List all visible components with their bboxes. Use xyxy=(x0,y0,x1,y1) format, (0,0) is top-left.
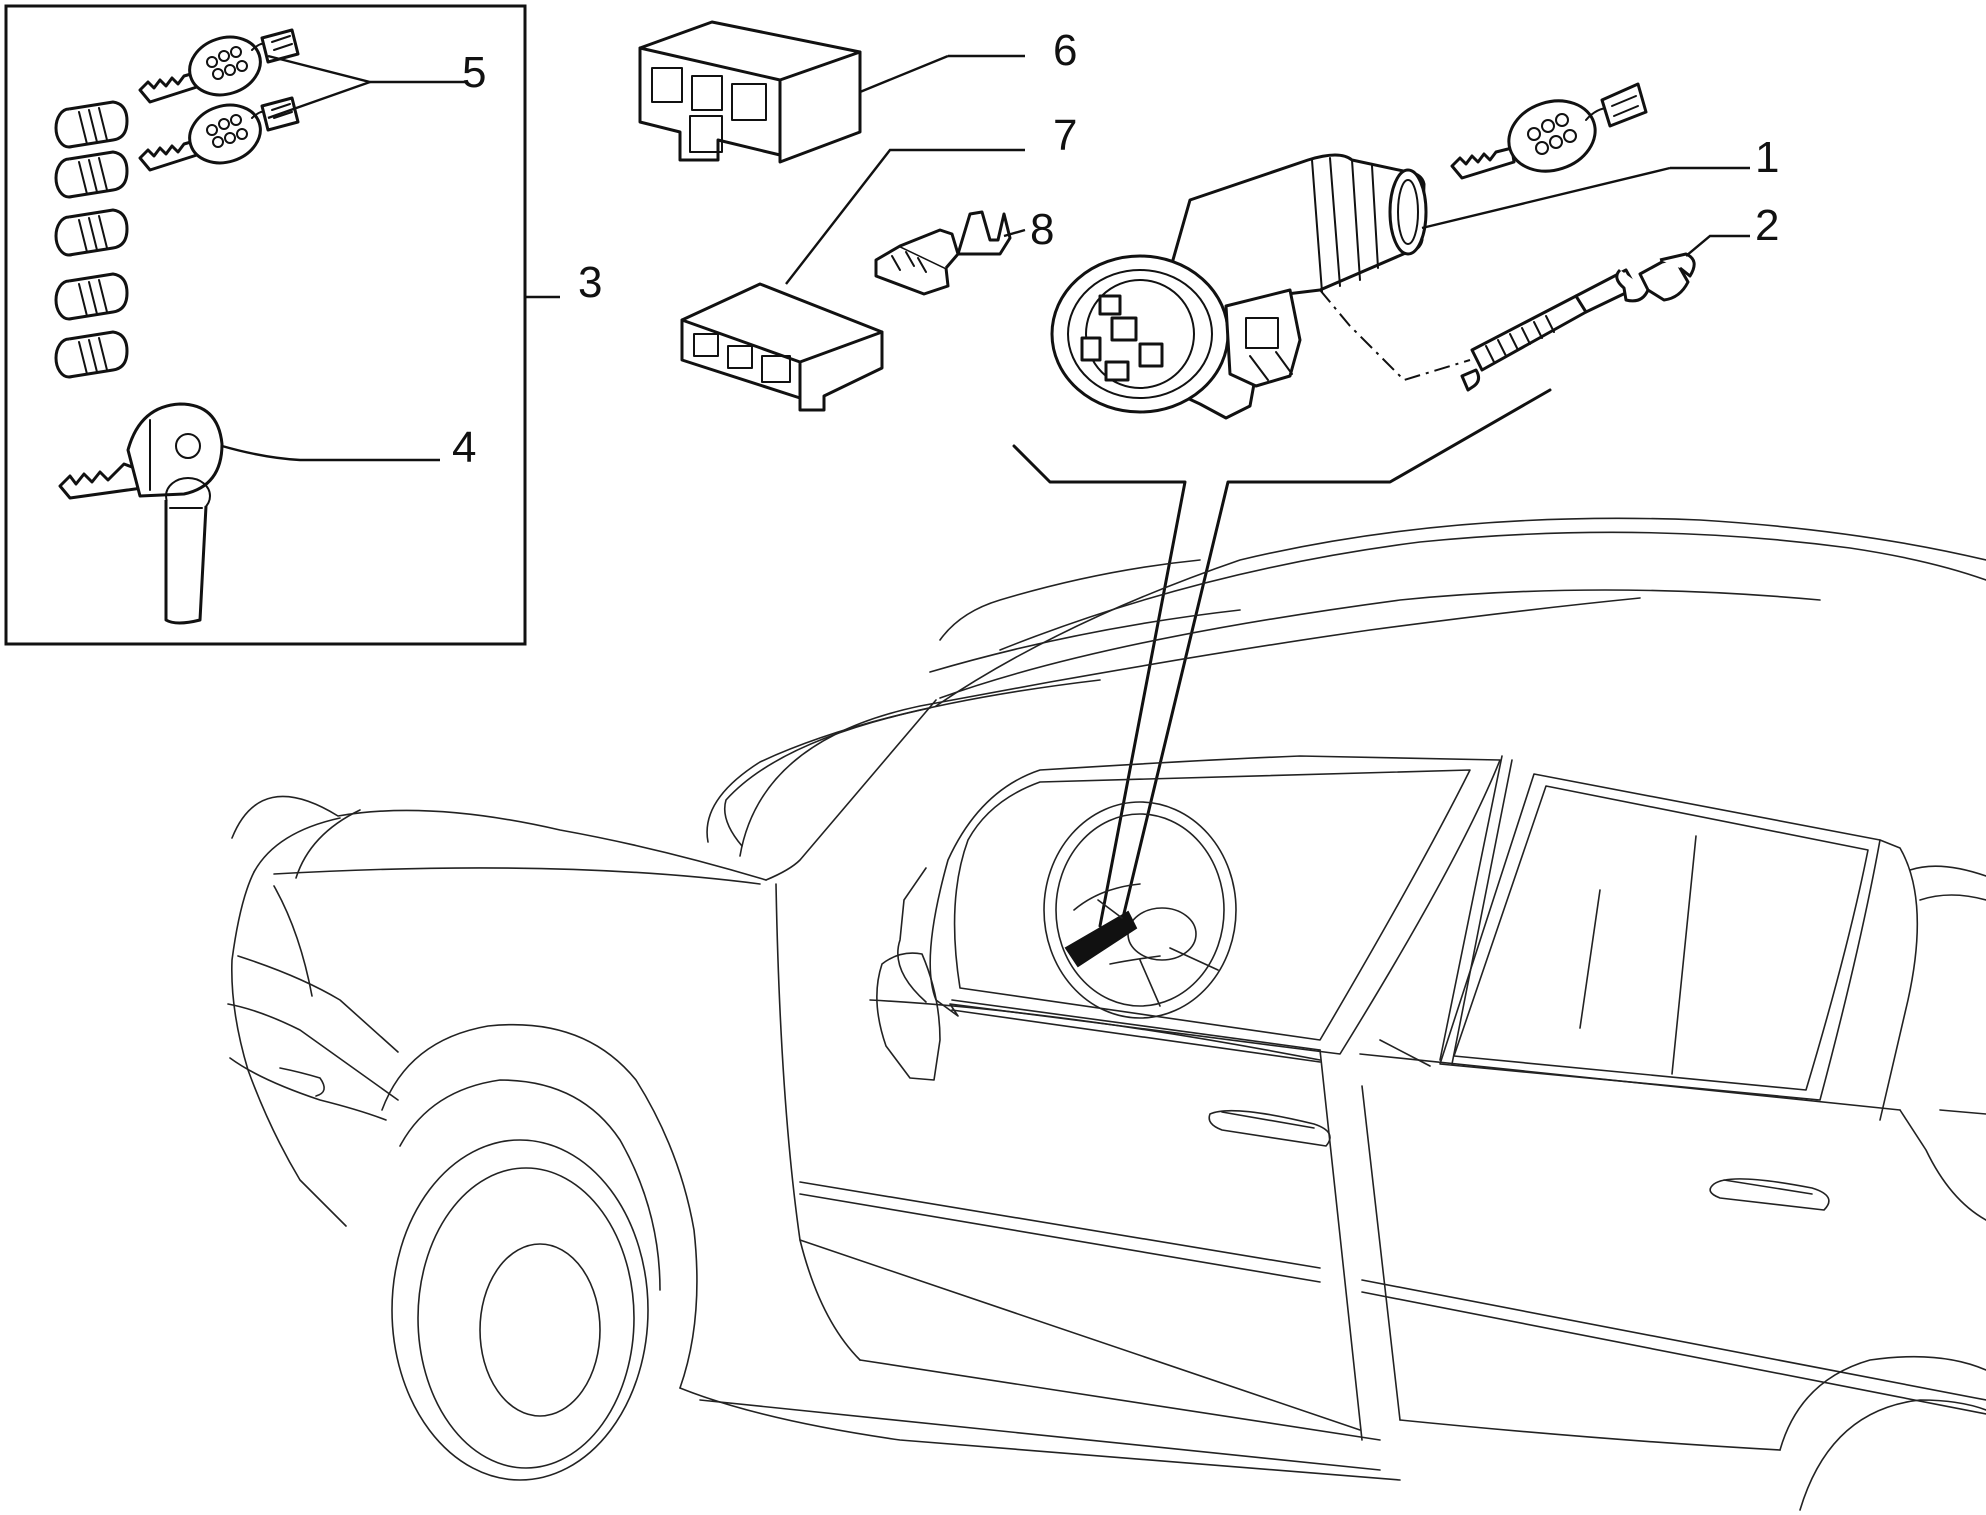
ignition-lock-1 xyxy=(1050,153,1428,420)
callout-4: 4 xyxy=(452,423,476,472)
callout-1: 1 xyxy=(1755,133,1779,182)
shear-bolt-2 xyxy=(1460,252,1696,392)
connector-7 xyxy=(680,148,1025,412)
kit-inset xyxy=(4,4,527,646)
zoom-pointer xyxy=(1012,388,1552,932)
callout-6: 6 xyxy=(1053,26,1077,75)
callout-8: 8 xyxy=(1030,205,1054,254)
terminal-8 xyxy=(874,210,1026,296)
key-icon xyxy=(138,96,300,172)
master-key-icon xyxy=(58,402,224,625)
callout-5: 5 xyxy=(462,48,486,97)
callout-labels: 6 7 8 5 3 4 1 2 xyxy=(452,26,1779,472)
callout-2: 2 xyxy=(1755,201,1779,250)
callout-3: 3 xyxy=(578,258,602,307)
key-icon xyxy=(138,28,300,104)
car-outline xyxy=(227,517,1986,1511)
key-icon xyxy=(1450,82,1648,180)
callout-7: 7 xyxy=(1053,111,1077,160)
lock-cylinder-set xyxy=(54,100,129,379)
connector-6 xyxy=(638,20,949,164)
